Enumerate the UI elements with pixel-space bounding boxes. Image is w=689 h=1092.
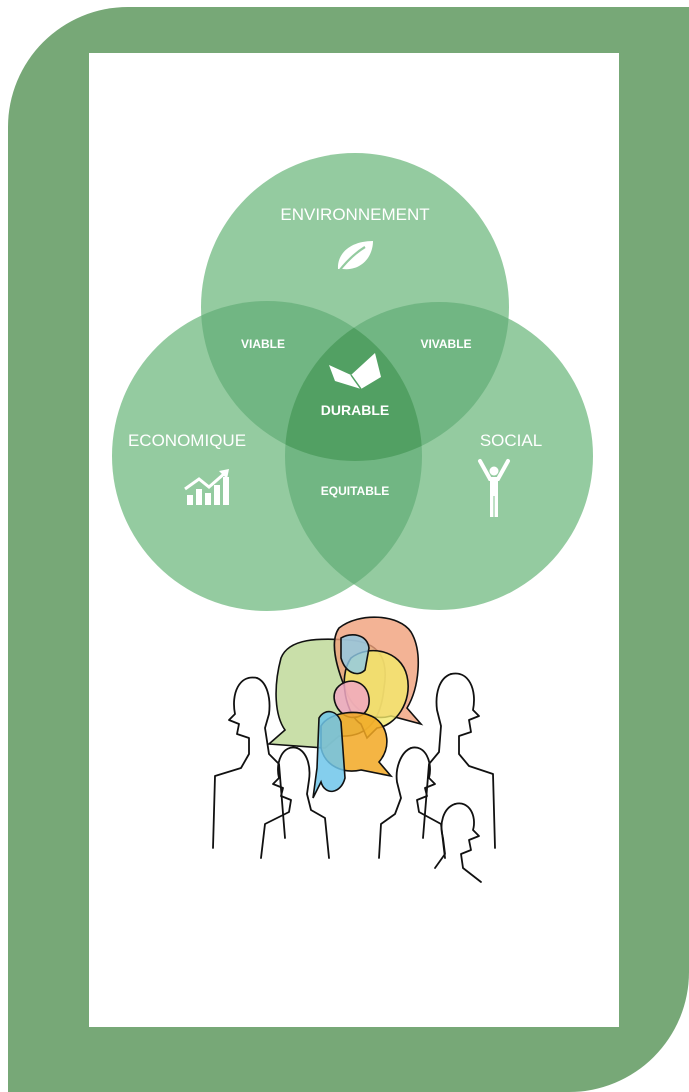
growth-chart-icon [184,469,229,505]
person-cheering-icon [478,459,510,517]
economic-label: ECONOMIQUE [128,431,246,450]
white-panel: ENVIRONNEMENT ECONOMIQUE SOCIAL VIABLE V… [89,53,619,1027]
leaf-icon [337,241,373,272]
person-right-small [454,802,482,883]
environment-label: ENVIRONNEMENT [280,205,429,224]
venn-diagram: ENVIRONNEMENT ECONOMIQUE SOCIAL VIABLE V… [112,153,593,611]
vivable-label: VIVABLE [420,337,471,351]
durable-label: DURABLE [321,402,389,418]
equitable-label: EQUITABLE [321,484,389,498]
person-left-back [212,676,258,849]
lightblue-speech-bubble [312,710,346,799]
viable-label: VIABLE [241,337,285,351]
people-outlines [212,672,496,883]
person-left-front [260,746,298,859]
blue-speech-bubble [340,634,370,675]
person-right-back [450,672,496,849]
social-label: SOCIAL [480,431,542,450]
folded-paper-icon [329,353,381,390]
people-discussing-illustration [212,616,496,883]
speech-bubbles [267,616,424,799]
person-right-front [410,746,446,859]
